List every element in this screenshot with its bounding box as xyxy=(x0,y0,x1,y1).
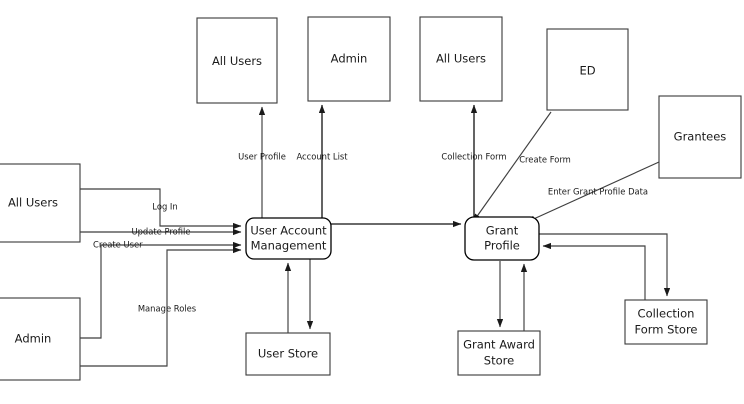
external-entity-label: All Users xyxy=(8,196,58,210)
flow-label-create-user: Create User xyxy=(93,240,143,250)
external-entity-label: Admin xyxy=(331,52,368,66)
external-entity-label: Grantees xyxy=(674,130,727,144)
flow-line-create-form xyxy=(472,111,552,223)
process-label-line1: User Account xyxy=(250,224,327,238)
data-store-user-store[interactable]: User Store xyxy=(245,332,331,376)
flow-label-collection-form: Collection Form xyxy=(441,152,506,162)
flow-line-collection-form-store-read xyxy=(542,242,646,300)
process-grant-profile[interactable]: Grant Profile xyxy=(464,216,540,261)
data-store-label: User Store xyxy=(258,347,318,361)
flow-label-create-form: Create Form xyxy=(519,155,571,165)
flow-label-manage-roles: Manage Roles xyxy=(138,304,196,314)
data-store-collection-form-store[interactable]: Collection Form Store xyxy=(624,299,708,345)
external-entity-label: All Users xyxy=(436,52,486,66)
external-entity-label: All Users xyxy=(212,54,262,68)
external-entity-label: ED xyxy=(579,64,595,78)
flow-label-user-profile: User Profile xyxy=(238,152,286,162)
external-entity-all-users-top-1[interactable]: All Users xyxy=(196,17,278,104)
flow-line-create-user xyxy=(80,241,242,339)
flow-label-update-profile: Update Profile xyxy=(131,227,190,237)
flow-label-enter-grant-profile-data: Enter Grant Profile Data xyxy=(548,187,648,197)
external-entity-grantees[interactable]: Grantees xyxy=(658,95,742,179)
flow-line-log-in xyxy=(80,188,242,230)
process-user-account-management[interactable]: User Account Management xyxy=(245,217,332,260)
external-entity-all-users-left[interactable]: All Users xyxy=(0,163,81,243)
flow-line-manage-roles xyxy=(80,246,242,367)
data-store-grant-award-store[interactable]: Grant Award Store xyxy=(457,330,541,376)
flow-line-enter-grant-profile-data xyxy=(526,161,660,223)
data-store-label-line2: Store xyxy=(484,354,514,368)
process-label-line1: Grant xyxy=(486,224,519,238)
external-entity-admin-left[interactable]: Admin xyxy=(0,297,81,381)
external-entity-label: Admin xyxy=(15,332,52,346)
external-entity-all-users-top-2[interactable]: All Users xyxy=(419,16,503,102)
external-entity-ed[interactable]: ED xyxy=(546,28,629,111)
data-store-label-line1: Collection xyxy=(638,307,695,321)
flow-label-account-list: Account List xyxy=(296,152,348,162)
process-label-line2: Profile xyxy=(484,239,520,253)
external-entity-admin-top[interactable]: Admin xyxy=(307,16,391,102)
process-label-line2: Management xyxy=(251,239,327,253)
data-store-label-line2: Form Store xyxy=(634,323,697,337)
data-store-label-line1: Grant Award xyxy=(463,338,535,352)
flow-line-collection-form-store-write xyxy=(538,233,671,297)
flow-label-log-in: Log In xyxy=(152,202,177,212)
